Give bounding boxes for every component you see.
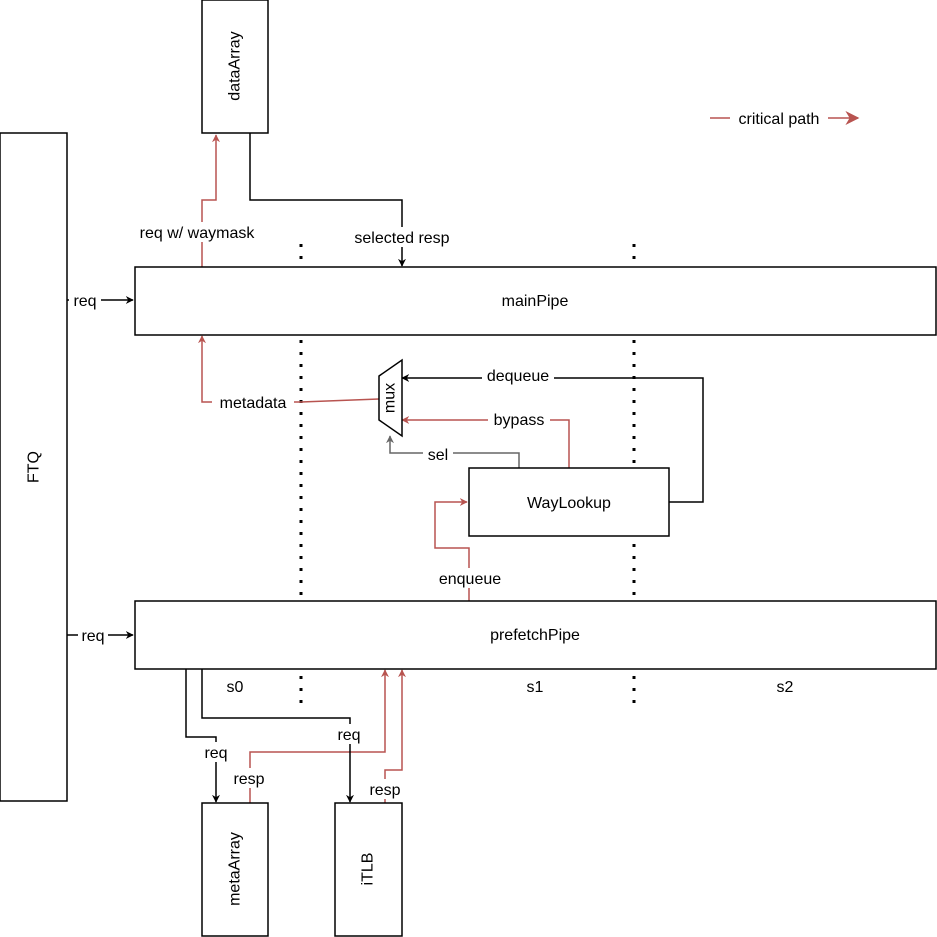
- ftq-prefetch-req-label: req: [81, 628, 104, 645]
- ftq-main-req-label: req: [73, 293, 96, 310]
- itlb-block: iTLB: [334, 802, 403, 937]
- meta-resp-label: resp: [233, 771, 264, 788]
- way-lookup-block: WayLookup: [468, 467, 670, 537]
- main-pipe-block: mainPipe: [134, 266, 937, 336]
- itlb-req-label: req: [337, 727, 360, 744]
- mux-block: mux: [378, 358, 403, 438]
- dequeue-label: dequeue: [487, 368, 549, 385]
- edge-labels: req w/ waymask selected resp req req met…: [69, 222, 554, 799]
- way-lookup-label: WayLookup: [527, 495, 611, 512]
- itlb-label: iTLB: [360, 853, 377, 886]
- main-pipe-label: mainPipe: [502, 293, 569, 310]
- prefetch-pipe-block: prefetchPipe: [134, 600, 937, 670]
- meta-array-label: metaArray: [227, 832, 244, 906]
- stage-label-s0: s0: [227, 679, 244, 696]
- metadata-label: metadata: [220, 395, 287, 412]
- itlb-resp-label: resp: [369, 782, 400, 799]
- ftq-block: FTQ: [0, 132, 68, 802]
- bypass-edge: [401, 416, 570, 468]
- meta-req-edge: [185, 669, 220, 803]
- prefetch-pipe-label: prefetchPipe: [490, 627, 580, 644]
- itlb-req-edge: [201, 669, 354, 803]
- selected-resp-label: selected resp: [354, 230, 449, 247]
- sel-edge: [386, 435, 520, 468]
- enqueue-label: enqueue: [439, 571, 501, 588]
- meta-array-block: metaArray: [201, 802, 269, 937]
- bypass-label: bypass: [494, 412, 545, 429]
- legend-label: critical path: [739, 111, 820, 128]
- meta-req-label: req: [204, 745, 227, 762]
- enqueue-edge: [434, 498, 470, 601]
- req-waymask-label: req w/ waymask: [140, 225, 256, 242]
- data-array-label: dataArray: [227, 31, 244, 100]
- req-waymask-edge: [201, 134, 220, 267]
- sel-label: sel: [428, 447, 448, 464]
- stage-label-s1: s1: [527, 679, 544, 696]
- data-array-block: dataArray: [201, 0, 269, 134]
- stage-label-s2: s2: [777, 679, 794, 696]
- legend: critical path: [710, 108, 860, 128]
- ftq-label: FTQ: [26, 451, 43, 483]
- mux-label: mux: [382, 383, 399, 413]
